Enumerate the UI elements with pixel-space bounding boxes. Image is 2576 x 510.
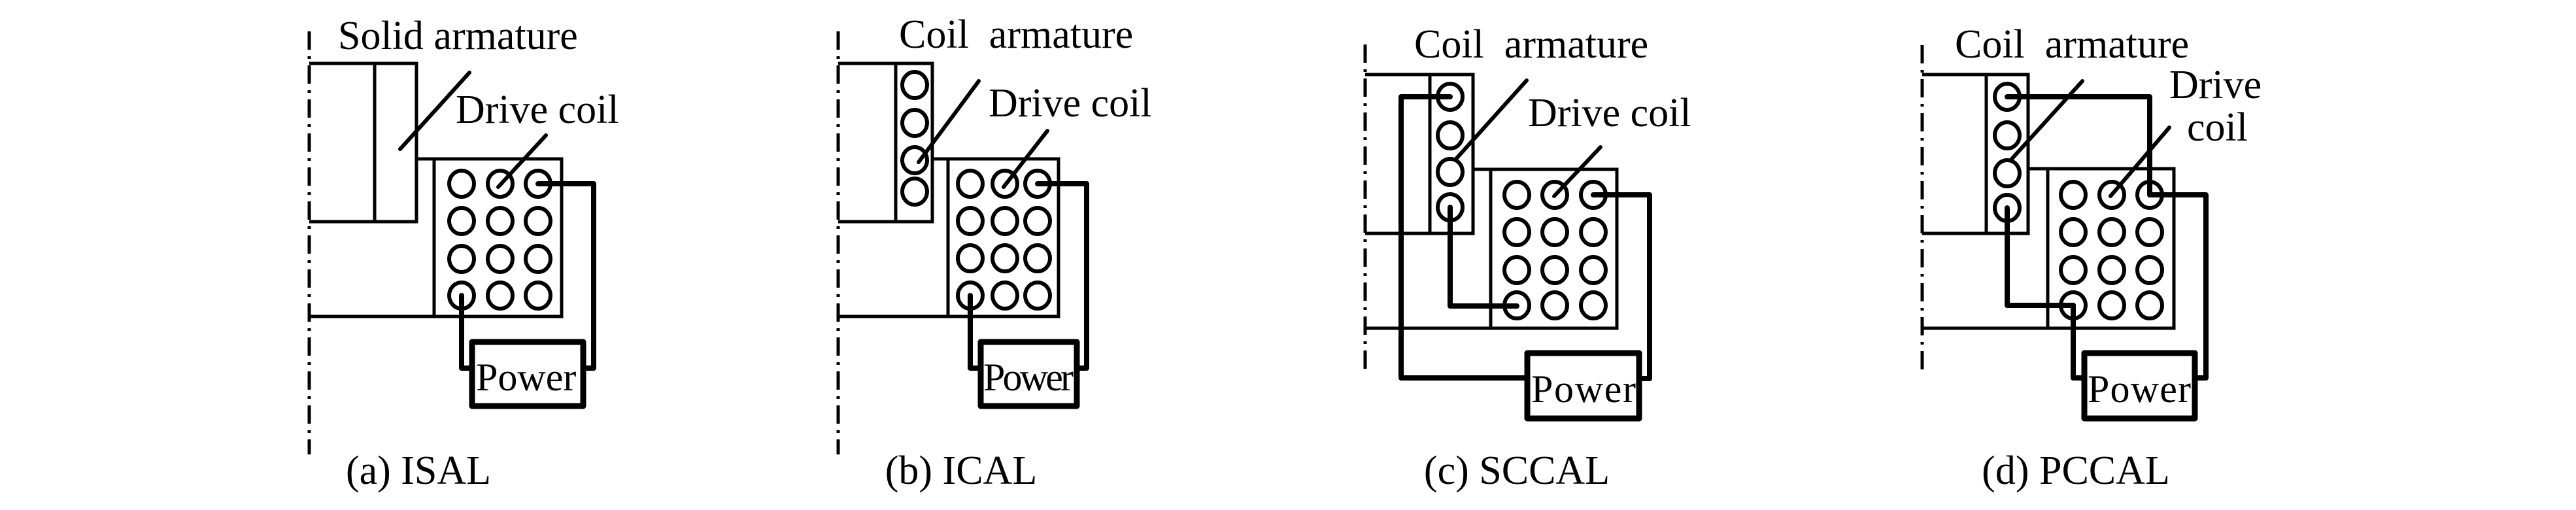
coil-turn-circle	[2059, 180, 2088, 210]
coil-turn-circle	[991, 206, 1019, 236]
coil-turn-circle	[486, 206, 515, 236]
series-wire-armature-to-power	[1398, 94, 1530, 381]
panel-d-pccal: Power Coil armature Drive coil (d) PCCAL	[1920, 22, 2262, 493]
coil-turn-circle	[956, 169, 985, 199]
coil-armature-outline	[1365, 73, 1475, 235]
coil-turn-circle	[1579, 290, 1608, 320]
parallel-wire-top	[2005, 94, 2152, 197]
panel-b-ical: Power Coil armature Drive coil (b) ICAL	[836, 12, 1152, 493]
power-label: Power	[983, 356, 1074, 399]
coil-turn-circle	[1579, 217, 1608, 247]
drive-coil-label: Drive coil	[989, 81, 1152, 126]
coil-turn-circle	[447, 206, 476, 236]
power-wire-right	[535, 181, 596, 371]
power-wire-right	[1591, 192, 1652, 381]
drive-coil-leader-line	[2109, 126, 2171, 198]
armature-leader-line	[2010, 79, 2084, 161]
coil-turn-circle	[524, 280, 552, 311]
coil-turn-circle	[956, 206, 985, 236]
power-supply-box	[1524, 350, 1642, 422]
power-supply-box	[2081, 350, 2198, 422]
drive-coil-label-line-1: Drive	[2169, 63, 2262, 107]
drive-coil-leader-line	[1552, 145, 1602, 198]
drive-coil-label-line-2: coil	[2187, 105, 2248, 150]
armature-coil-turns	[900, 70, 929, 207]
drive-coil-turns	[2059, 180, 2164, 320]
coil-turn-circle	[956, 243, 985, 273]
panel-caption: (d) PCCAL	[1982, 449, 2170, 493]
armature-label: Solid armature	[338, 14, 578, 58]
armature-coil-turns	[1436, 82, 1465, 222]
armature-label: Coil armature	[1414, 22, 1648, 67]
power-wire-right	[2147, 192, 2209, 381]
drive-coil-label: Drive coil	[456, 88, 619, 132]
coil-turn-circle	[1579, 255, 1608, 285]
drive-coil-turns	[956, 169, 1052, 311]
coil-turn-circle	[1436, 157, 1465, 187]
coil-turn-circle	[1436, 120, 1465, 150]
power-wire-left	[968, 293, 983, 371]
panel-a-isal: Power Solid armature Drive coil (a) ISAL	[307, 14, 619, 493]
coil-turn-circle	[2059, 255, 2088, 285]
coil-turn-circle	[524, 244, 552, 274]
parallel-wire-bottom	[2005, 205, 2076, 308]
coil-turn-circle	[2135, 290, 2164, 320]
coil-turn-circle	[2059, 217, 2088, 247]
coil-turn-circle	[900, 145, 929, 175]
drive-coil-turns	[1502, 180, 1608, 320]
power-wire-left	[2071, 303, 2087, 381]
power-supply-box	[977, 339, 1080, 409]
power-label: Power	[2088, 367, 2191, 411]
coil-turn-circle	[2097, 217, 2126, 247]
coil-turn-circle	[1023, 243, 1052, 273]
coil-turn-circle	[2097, 255, 2126, 285]
coil-turn-circle	[1993, 120, 2022, 150]
coil-turn-circle	[1502, 217, 1531, 247]
panel-caption: (b) ICAL	[885, 449, 1037, 493]
power-wire-left	[459, 293, 475, 371]
coil-turn-circle	[447, 244, 476, 274]
coil-armature-outline	[1922, 73, 2030, 235]
panel-caption: (c) SCCAL	[1424, 449, 1610, 493]
coil-turn-circle	[1502, 180, 1531, 210]
coil-turn-circle	[1023, 280, 1052, 311]
coil-turn-circle	[1023, 206, 1052, 236]
coil-turn-circle	[900, 108, 929, 138]
armature-label: Coil armature	[1955, 22, 2189, 67]
coil-turn-circle	[1540, 290, 1569, 320]
drive-coil-turns	[447, 169, 552, 311]
coil-turn-circle	[2135, 217, 2164, 247]
coil-turn-circle	[1540, 255, 1569, 285]
panel-caption: (a) ISAL	[346, 449, 491, 493]
coil-turn-circle	[486, 280, 515, 311]
coil-turn-circle	[524, 206, 552, 236]
coil-turn-circle	[447, 169, 476, 199]
coil-turn-circle	[1502, 255, 1531, 285]
coil-turn-circle	[486, 244, 515, 274]
coil-turn-circle	[900, 70, 929, 100]
armature-leader-line	[1454, 78, 1529, 161]
armature-label: Coil armature	[899, 12, 1133, 57]
series-wire-armature-to-drive-coil	[1448, 205, 1519, 309]
coil-turn-circle	[991, 280, 1019, 311]
coil-turn-circle	[2135, 255, 2164, 285]
power-wire-right	[1035, 181, 1089, 371]
power-supply-box	[469, 339, 586, 409]
power-label: Power	[1531, 367, 1636, 411]
coil-turn-circle	[900, 177, 929, 207]
coil-turn-circle	[991, 243, 1019, 273]
coil-turn-circle	[2097, 290, 2126, 320]
panel-c-sccal: Power Coil armature Drive coil (c) SCCAL	[1363, 22, 1691, 493]
drive-coil-label: Drive coil	[1528, 91, 1691, 135]
coil-turn-circle	[1993, 158, 2022, 188]
drive-coil-leader-line	[496, 133, 548, 189]
coil-turn-circle	[1540, 217, 1569, 247]
power-label: Power	[476, 356, 576, 399]
armature-leader-line	[917, 79, 981, 164]
drive-coil-leader-line	[1002, 129, 1049, 189]
armature-leader-line	[398, 71, 471, 151]
solid-armature-outline	[309, 61, 418, 224]
